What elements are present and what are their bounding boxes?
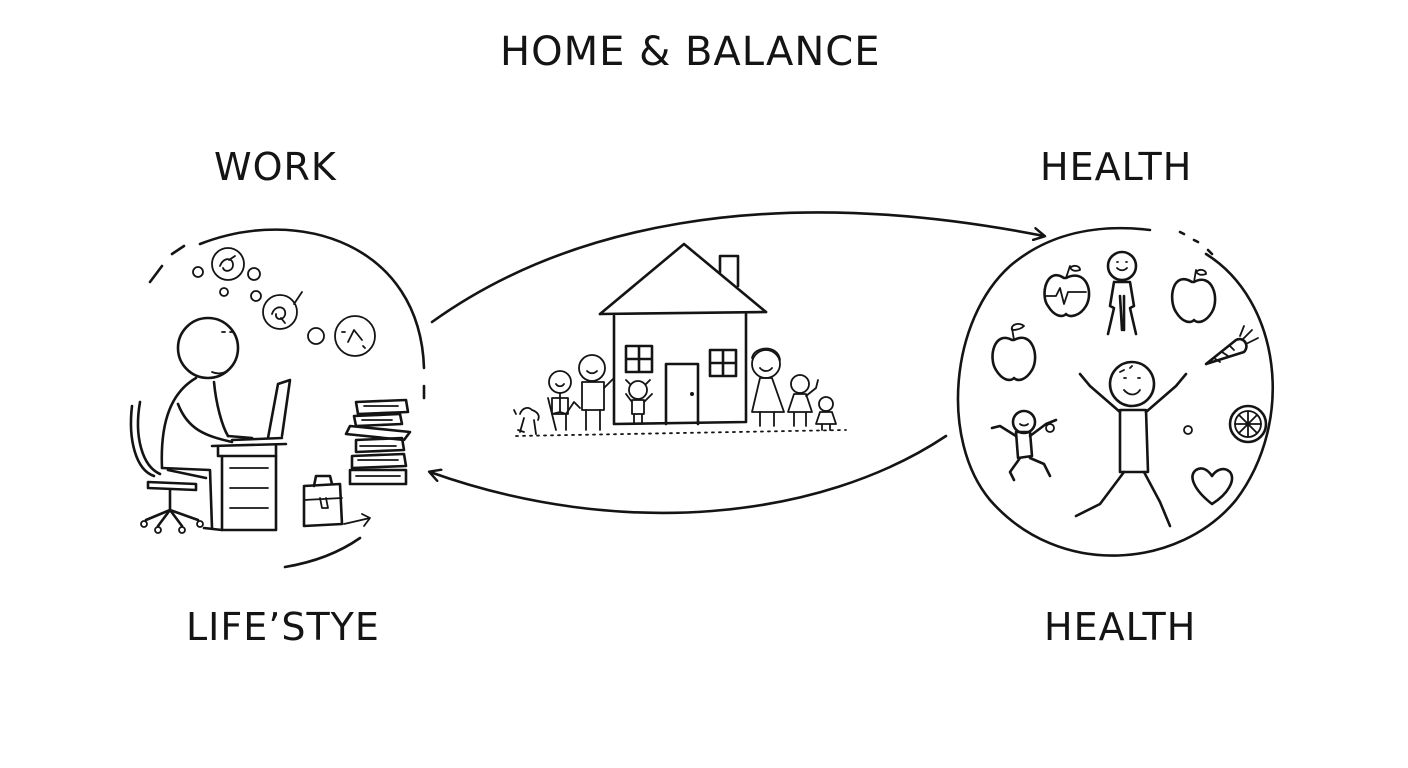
carrot-icon bbox=[1204, 325, 1259, 366]
health-label-bottom: HEALTH bbox=[1044, 605, 1197, 649]
briefcase-icon bbox=[302, 474, 344, 528]
health-label-top: HEALTH bbox=[1040, 145, 1193, 189]
health-circle bbox=[956, 226, 1274, 557]
apple-heartbeat-icon bbox=[1043, 264, 1091, 318]
diagram-title: HOME & BALANCE bbox=[500, 29, 881, 75]
stick-figure-jumping bbox=[1074, 360, 1188, 528]
dot bbox=[1045, 423, 1055, 433]
small-arrow-icon bbox=[343, 513, 371, 527]
house bbox=[598, 242, 768, 426]
heart-icon bbox=[1191, 467, 1234, 506]
lifestyle-label: LIFEʼSTYE bbox=[186, 605, 380, 649]
dot bbox=[1183, 425, 1193, 435]
stick-figure-standing bbox=[1106, 250, 1138, 336]
work-label: WORK bbox=[214, 145, 337, 189]
thought-bubbles bbox=[192, 247, 376, 357]
paper-stack bbox=[344, 398, 412, 486]
arrow-home-to-health bbox=[430, 211, 1044, 324]
person-at-desk bbox=[129, 316, 292, 534]
apple-icon bbox=[1170, 268, 1217, 324]
family-group bbox=[513, 347, 847, 437]
stick-figure-kid bbox=[990, 409, 1058, 482]
apple-icon bbox=[991, 323, 1037, 382]
orange-slice-icon bbox=[1228, 404, 1268, 444]
work-circle bbox=[148, 228, 426, 569]
arrow-health-to-work bbox=[430, 434, 948, 515]
